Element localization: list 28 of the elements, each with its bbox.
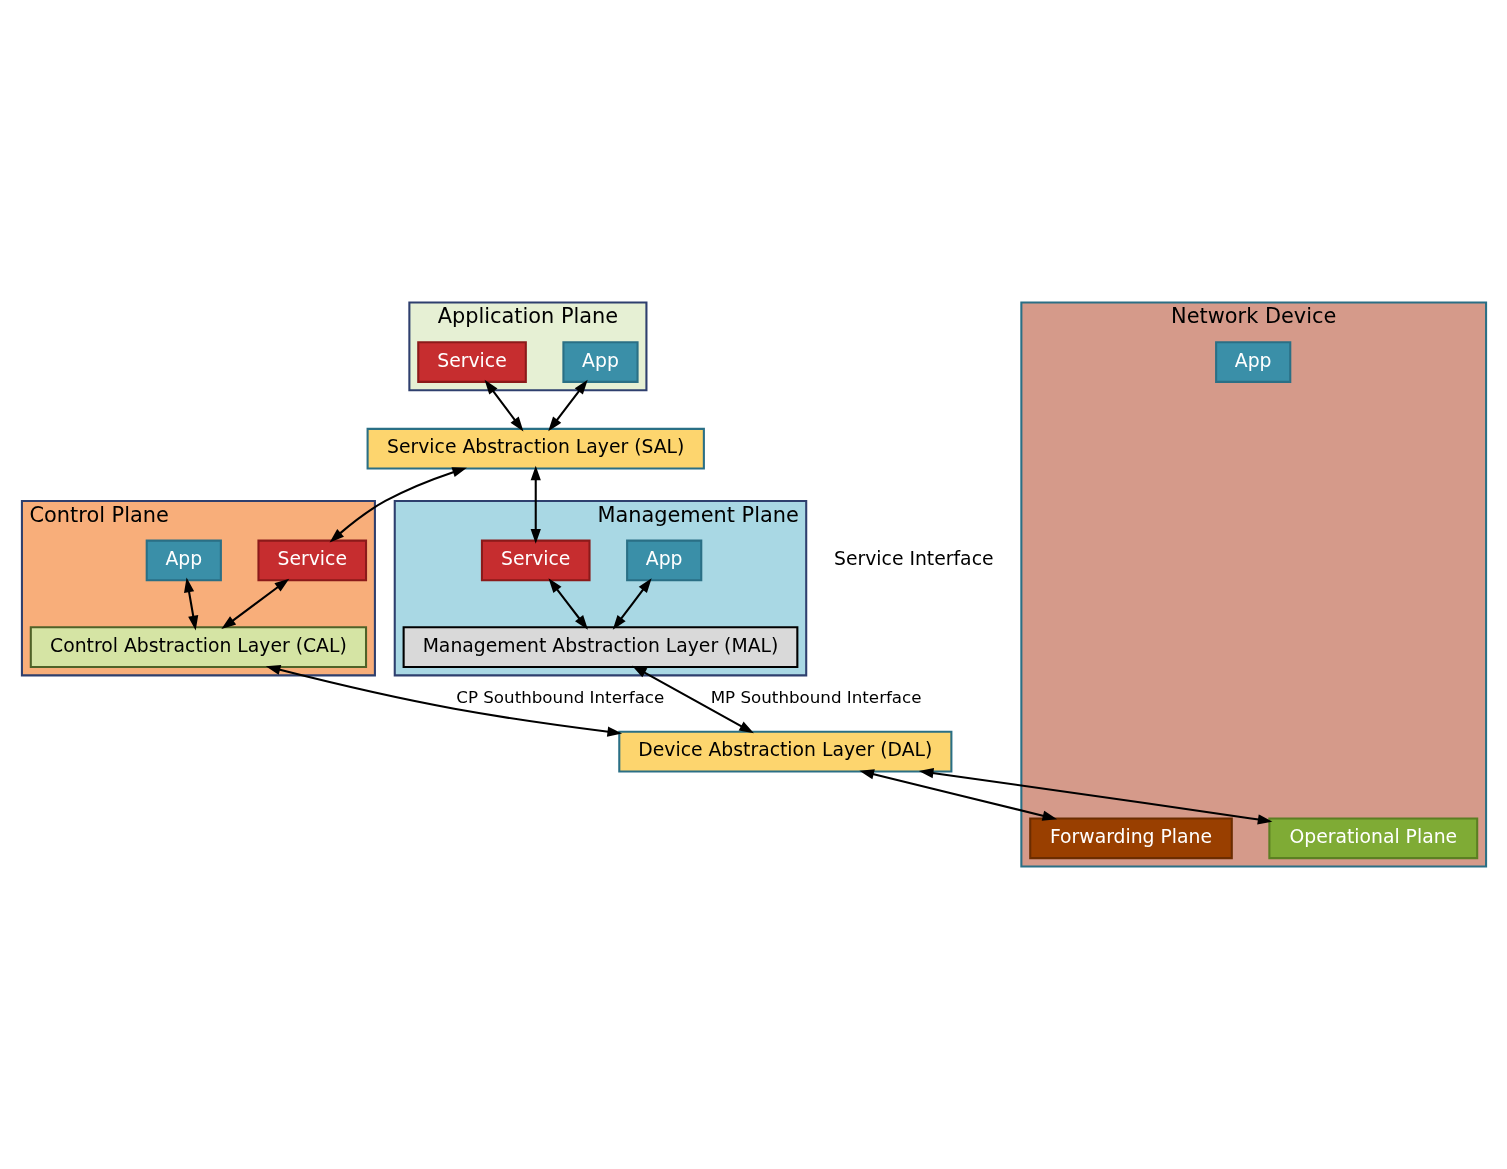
node-box: Control Abstraction Layer (CAL) bbox=[29, 626, 367, 669]
node-box: App bbox=[561, 341, 639, 383]
node-box: Service bbox=[416, 341, 527, 383]
node-box: App bbox=[1214, 341, 1291, 383]
arrow bbox=[329, 467, 467, 543]
arrow bbox=[612, 578, 652, 630]
arrow bbox=[918, 768, 1272, 825]
node-box: App bbox=[145, 539, 222, 582]
node-box: Service bbox=[480, 539, 591, 582]
arrow bbox=[631, 665, 754, 734]
edge-label: CP Southbound Interface bbox=[455, 687, 664, 708]
arrow bbox=[548, 578, 588, 630]
node-box: Service Abstraction Layer (SAL) bbox=[366, 427, 705, 470]
edge-label: MP Southbound Interface bbox=[710, 687, 922, 708]
arrow bbox=[183, 577, 198, 631]
arrow bbox=[265, 664, 622, 737]
node-box: Device Abstraction Layer (DAL) bbox=[617, 730, 952, 773]
arrow bbox=[858, 769, 1057, 821]
node-box: Service bbox=[256, 539, 367, 582]
arrow bbox=[484, 379, 523, 432]
node-box: Management Abstraction Layer (MAL) bbox=[402, 626, 798, 669]
arrow bbox=[547, 379, 588, 432]
arrow bbox=[220, 578, 289, 630]
node-box: Forwarding Plane bbox=[1028, 817, 1233, 860]
label: Service Interface bbox=[833, 548, 994, 570]
node-box: App bbox=[625, 539, 702, 582]
arrow bbox=[530, 465, 541, 544]
node-box: Operational Plane bbox=[1267, 817, 1478, 860]
